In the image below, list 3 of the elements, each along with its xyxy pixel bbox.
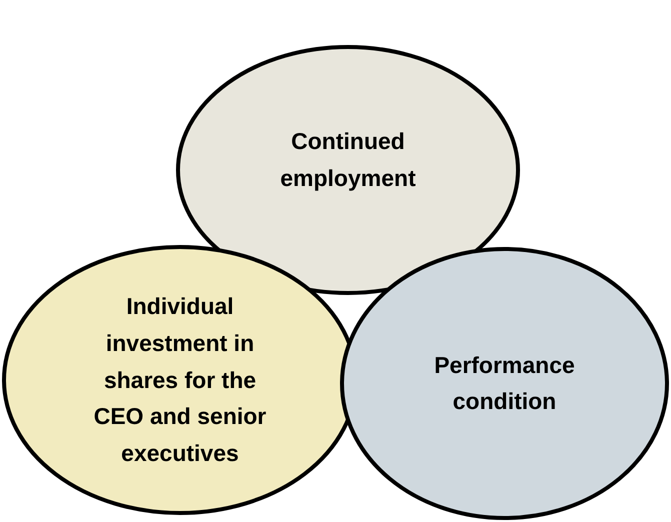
node-label: Performance condition (433, 350, 576, 416)
node-label: Continued employment (279, 127, 417, 193)
node-label: Individual investment in shares for the CEO and senior executives (92, 292, 268, 468)
